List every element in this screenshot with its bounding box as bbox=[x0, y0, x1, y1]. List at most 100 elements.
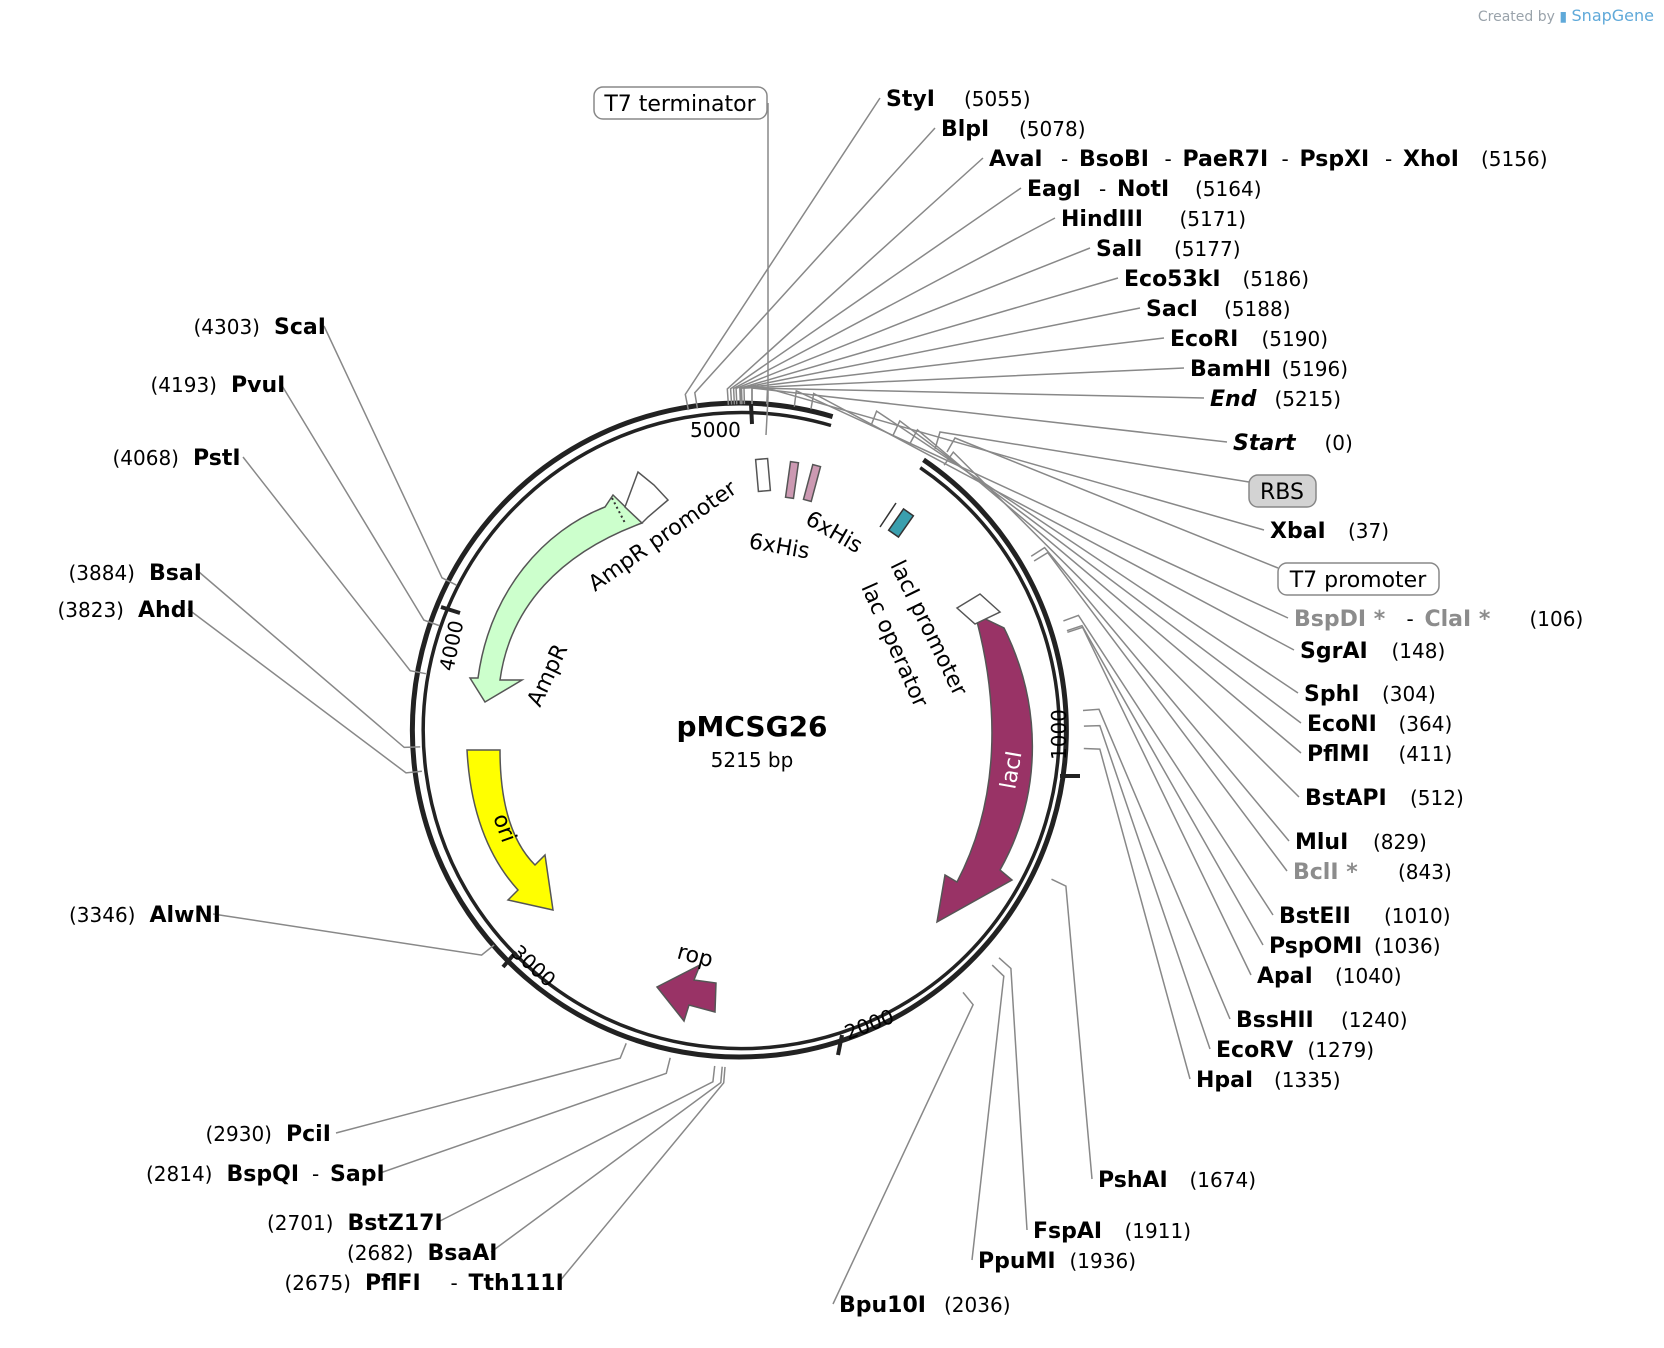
site-position-label: (5215) bbox=[1275, 387, 1342, 411]
leader-line-sphi bbox=[870, 409, 1299, 694]
tick-4000 bbox=[440, 605, 461, 615]
site-econi: EcoNI(364) bbox=[1307, 712, 1452, 737]
site-position-label: (1040) bbox=[1335, 964, 1402, 988]
site-bsteii: BstEII(1010) bbox=[1279, 904, 1451, 929]
site-bstz17i: (2701)BstZ17I bbox=[267, 1211, 443, 1236]
t7-promoter-mark bbox=[879, 502, 897, 528]
site-name-label: SapI bbox=[330, 1162, 385, 1187]
site-hindiii: HindIII(5171) bbox=[1061, 207, 1246, 232]
site-name-label: PpuMI bbox=[978, 1249, 1056, 1274]
site-sphi: SphI(304) bbox=[1304, 682, 1436, 707]
site-name-label: End bbox=[1210, 387, 1257, 412]
site-separator: - bbox=[1061, 147, 1068, 171]
site-separator: - bbox=[451, 1271, 458, 1295]
leader-line-econi bbox=[892, 419, 1302, 724]
site-position-label: (1674) bbox=[1190, 1168, 1257, 1192]
leader-line-sgrai bbox=[810, 392, 1295, 651]
leader-line-pcii bbox=[335, 1043, 627, 1134]
site-name-label: ScaI bbox=[274, 315, 326, 340]
site-name-label: FspAI bbox=[1033, 1219, 1102, 1244]
site-separator: - bbox=[1282, 147, 1289, 171]
site-position-label: (411) bbox=[1399, 742, 1453, 766]
site-name-label: AvaI bbox=[989, 147, 1043, 172]
site-name-label: NotI bbox=[1117, 177, 1169, 202]
site-separator: - bbox=[1165, 147, 1172, 171]
site-ecorv: EcoRV(1279) bbox=[1216, 1038, 1374, 1063]
site-position-label: (304) bbox=[1382, 682, 1436, 706]
site-position-label: (829) bbox=[1373, 830, 1427, 854]
site-position-label: (5190) bbox=[1262, 327, 1329, 351]
site-name-label: StyI bbox=[886, 87, 935, 112]
site-position-label: (1010) bbox=[1384, 904, 1451, 928]
site-position-label: (5171) bbox=[1180, 207, 1247, 231]
site-pspomi: PspOMI(1036) bbox=[1269, 934, 1441, 959]
site-name-label: BsaAI bbox=[428, 1241, 498, 1266]
site-sali: SalI (5177) bbox=[1096, 237, 1241, 262]
site-leader-lines bbox=[187, 97, 1302, 1305]
site-position-label: (2675) bbox=[284, 1271, 351, 1295]
his-label-1: 6xHis bbox=[747, 529, 812, 564]
site-position-label: (843) bbox=[1398, 860, 1452, 884]
site-name-label: XbaI bbox=[1270, 519, 1326, 544]
site-name-label: XhoI bbox=[1403, 147, 1459, 172]
t7-terminator-label: T7 terminator bbox=[603, 92, 756, 117]
site-position-label: (3823) bbox=[57, 598, 124, 622]
backbone-inner-ring bbox=[421, 410, 1061, 1051]
site-name-label: SacI bbox=[1146, 297, 1198, 322]
leader-line-saci bbox=[739, 307, 1141, 405]
site-pflfi: (2675)PflFI-Tth111I bbox=[284, 1271, 563, 1296]
site-eagi: EagI-NotI(5164) bbox=[1027, 177, 1262, 202]
ampr-arrow bbox=[468, 493, 644, 704]
site-position-label: (512) bbox=[1410, 786, 1464, 810]
his-tag-box-1 bbox=[784, 460, 800, 500]
site-bsaai: (2682)BsaAI bbox=[347, 1241, 497, 1266]
leader-line-mlui bbox=[1030, 546, 1290, 842]
site-pflmi: PflMI(411) bbox=[1307, 742, 1452, 767]
site-name-label: BspQI bbox=[227, 1162, 300, 1187]
leader-line-ahdi bbox=[187, 608, 422, 774]
site-bamhi: BamHI(5196) bbox=[1190, 357, 1348, 382]
leader-line-bsai bbox=[198, 571, 421, 749]
site-name-label: SgrAI bbox=[1300, 639, 1368, 664]
ori-arrow bbox=[466, 749, 554, 911]
leader-line-fspai bbox=[998, 957, 1028, 1231]
site-position-label: (5177) bbox=[1174, 237, 1241, 261]
leader-line-bcli bbox=[1033, 551, 1288, 872]
tick-2000 bbox=[836, 1034, 844, 1056]
site-separator: - bbox=[312, 1162, 319, 1186]
site-bstapi: BstAPI(512) bbox=[1305, 786, 1464, 811]
site-bspqi: (2814)BspQI-SapI bbox=[146, 1162, 385, 1187]
site-position-label: (3346) bbox=[69, 903, 136, 927]
site-name-label: BlpI bbox=[941, 117, 989, 142]
leader-line-pshai bbox=[1051, 878, 1093, 1180]
site-ahdi: (3823)AhdI bbox=[57, 598, 194, 623]
leader-line-scai bbox=[323, 325, 457, 586]
leader-line-bsteii bbox=[1063, 614, 1274, 916]
leader-line-sali bbox=[735, 247, 1091, 405]
laci-promoter-arrow bbox=[955, 593, 1002, 625]
site-name-label: SalI bbox=[1096, 237, 1142, 262]
site-name-label: EcoRI bbox=[1170, 327, 1238, 352]
site-pvui: (4193)PvuI bbox=[150, 373, 285, 398]
credit-brand: SnapGene bbox=[1571, 6, 1654, 25]
site-position-label: (5078) bbox=[1019, 117, 1086, 141]
site-pshai: PshAI(1674) bbox=[1098, 1168, 1256, 1193]
leader-line-xbai bbox=[766, 387, 1265, 531]
site-styi: StyI(5055) bbox=[886, 87, 1031, 112]
leader-line-alwni bbox=[212, 913, 495, 956]
plasmid-length: 5215 bp bbox=[711, 748, 794, 772]
site-psti: (4068)PstI bbox=[112, 446, 240, 471]
site-position-label: (1279) bbox=[1308, 1038, 1375, 1062]
site-bspdi: BspDI *-ClaI *(106) bbox=[1294, 607, 1583, 632]
site-position-label: (1036) bbox=[1374, 934, 1441, 958]
site-position-label: (1911) bbox=[1125, 1219, 1192, 1243]
site-blpi: BlpI (5078) bbox=[941, 117, 1086, 142]
site-name-label: BstZ17I bbox=[348, 1211, 443, 1236]
site-name-label: BsoBI bbox=[1079, 147, 1149, 172]
site-name-label: PciI bbox=[286, 1122, 331, 1147]
site-name-label: Tth111I bbox=[469, 1271, 564, 1296]
tick-5000 bbox=[749, 403, 754, 425]
t7-promoter-label: T7 promoter bbox=[1289, 568, 1427, 593]
site-xbai: XbaI(37) bbox=[1270, 519, 1389, 544]
site-saci: SacI(5188) bbox=[1146, 297, 1291, 322]
